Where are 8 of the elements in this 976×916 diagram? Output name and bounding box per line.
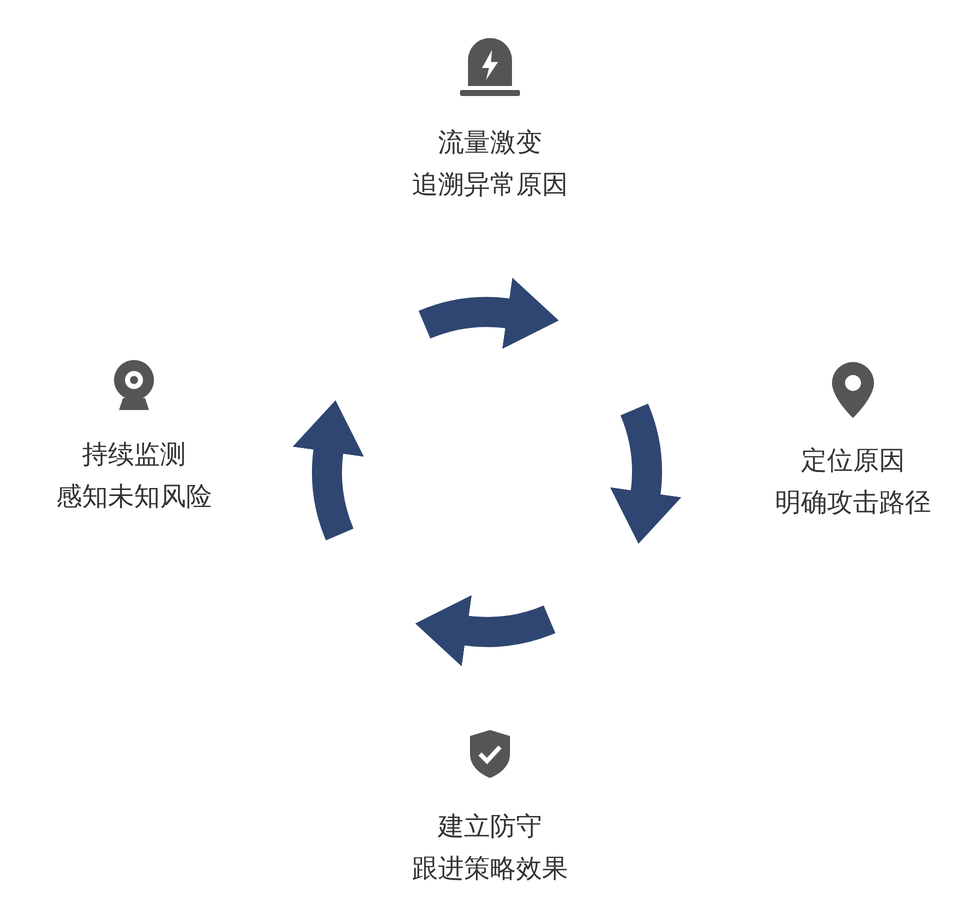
- step-description: 感知未知风险: [56, 481, 212, 514]
- step-title: 定位原因: [801, 445, 905, 478]
- step-description: 跟进策略效果: [412, 853, 568, 886]
- step-title: 流量激变: [438, 127, 542, 160]
- step-title: 建立防守: [438, 811, 542, 844]
- step-title: 持续监测: [82, 439, 186, 472]
- step-description: 明确攻击路径: [775, 487, 931, 520]
- step-description: 追溯异常原因: [412, 169, 568, 202]
